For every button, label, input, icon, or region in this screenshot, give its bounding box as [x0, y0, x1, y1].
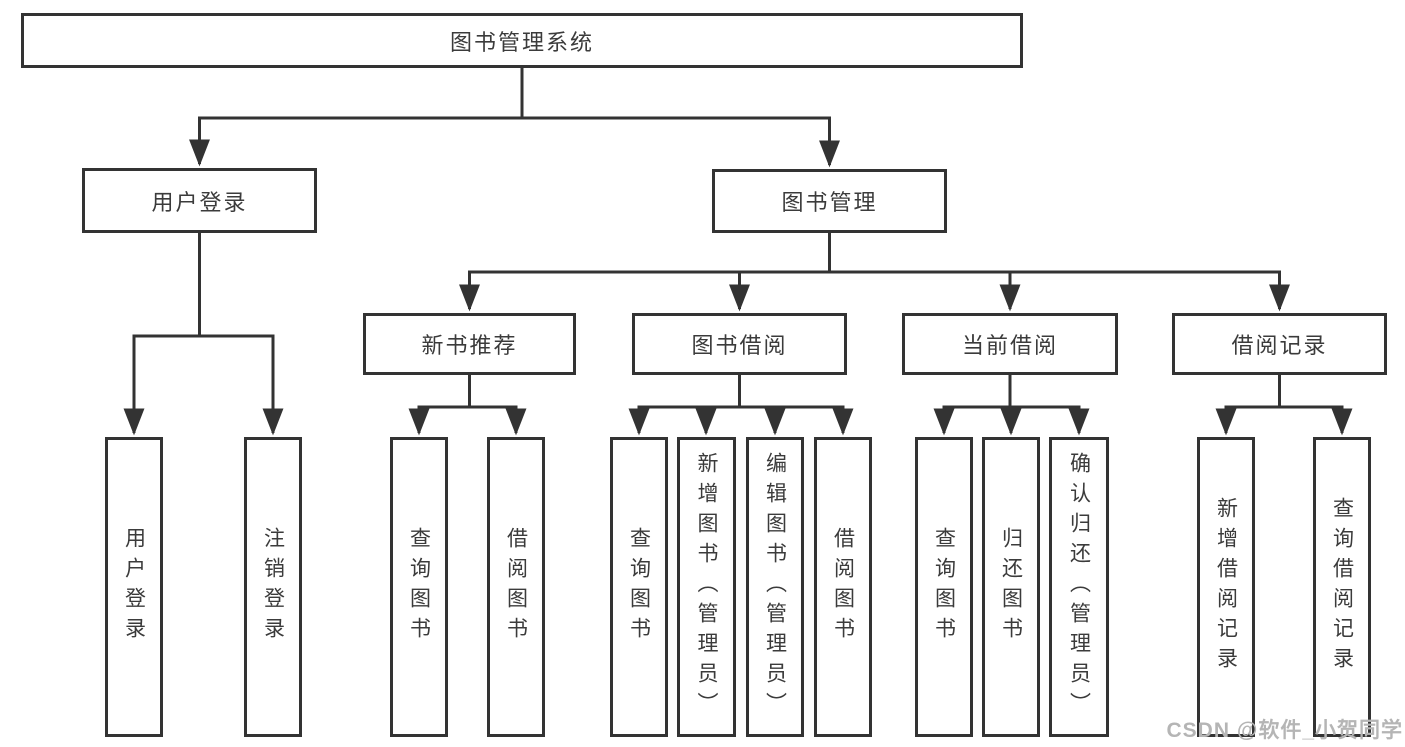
leaf-query-books-current-label: 查询图书 — [932, 527, 956, 647]
leaf-confirm-return-admin: 确认归还（管理员） — [1049, 437, 1109, 737]
leaf-query-books-borrow: 查询图书 — [610, 437, 668, 737]
leaf-borrow-books-recommend-label: 借阅图书 — [504, 527, 528, 647]
leaf-edit-book-admin-label: 编辑图书（管理员） — [763, 452, 787, 722]
node-root-system-label: 图书管理系统 — [449, 29, 594, 55]
node-current-borrow: 当前借阅 — [902, 313, 1118, 375]
leaf-add-book-admin: 新增图书（管理员） — [677, 437, 736, 737]
node-book-management: 图书管理 — [712, 169, 947, 233]
node-root-system: 图书管理系统 — [21, 13, 1023, 68]
csdn-watermark: CSDN @软件_小贺同学 — [1166, 719, 1403, 742]
leaf-query-books-recommend-label: 查询图书 — [407, 527, 431, 647]
leaf-logout: 注销登录 — [244, 437, 302, 737]
node-current-borrow-label: 当前借阅 — [961, 333, 1058, 358]
leaf-query-borrow-record-label: 查询借阅记录 — [1330, 497, 1354, 677]
leaf-user-login: 用户登录 — [105, 437, 163, 737]
leaf-user-login-label: 用户登录 — [122, 527, 146, 647]
leaf-confirm-return-admin-label: 确认归还（管理员） — [1067, 452, 1091, 722]
leaf-borrow-books-recommend: 借阅图书 — [487, 437, 545, 737]
node-new-book-recommend-label: 新书推荐 — [421, 333, 518, 358]
node-book-management-label: 图书管理 — [781, 190, 878, 215]
leaf-borrow-books: 借阅图书 — [814, 437, 872, 737]
leaf-borrow-books-label: 借阅图书 — [831, 527, 855, 647]
node-book-borrow: 图书借阅 — [632, 313, 847, 375]
leaf-add-borrow-record-label: 新增借阅记录 — [1214, 497, 1238, 677]
node-book-borrow-label: 图书借阅 — [691, 333, 788, 358]
leaf-add-book-admin-label: 新增图书（管理员） — [695, 452, 718, 722]
leaf-return-book-label: 归还图书 — [999, 527, 1023, 647]
leaf-edit-book-admin: 编辑图书（管理员） — [746, 437, 804, 737]
leaf-logout-label: 注销登录 — [261, 527, 285, 647]
node-borrow-records: 借阅记录 — [1172, 313, 1387, 375]
node-user-login: 用户登录 — [82, 168, 317, 233]
leaf-return-book: 归还图书 — [982, 437, 1040, 737]
node-borrow-records-label: 借阅记录 — [1231, 333, 1328, 358]
leaf-query-books-current: 查询图书 — [915, 437, 973, 737]
node-new-book-recommend: 新书推荐 — [363, 313, 576, 375]
node-user-login-label: 用户登录 — [151, 189, 248, 215]
leaf-add-borrow-record: 新增借阅记录 — [1197, 437, 1255, 737]
leaf-query-borrow-record: 查询借阅记录 — [1313, 437, 1371, 737]
leaf-query-books-borrow-label: 查询图书 — [627, 527, 651, 647]
leaf-query-books-recommend: 查询图书 — [390, 437, 448, 737]
